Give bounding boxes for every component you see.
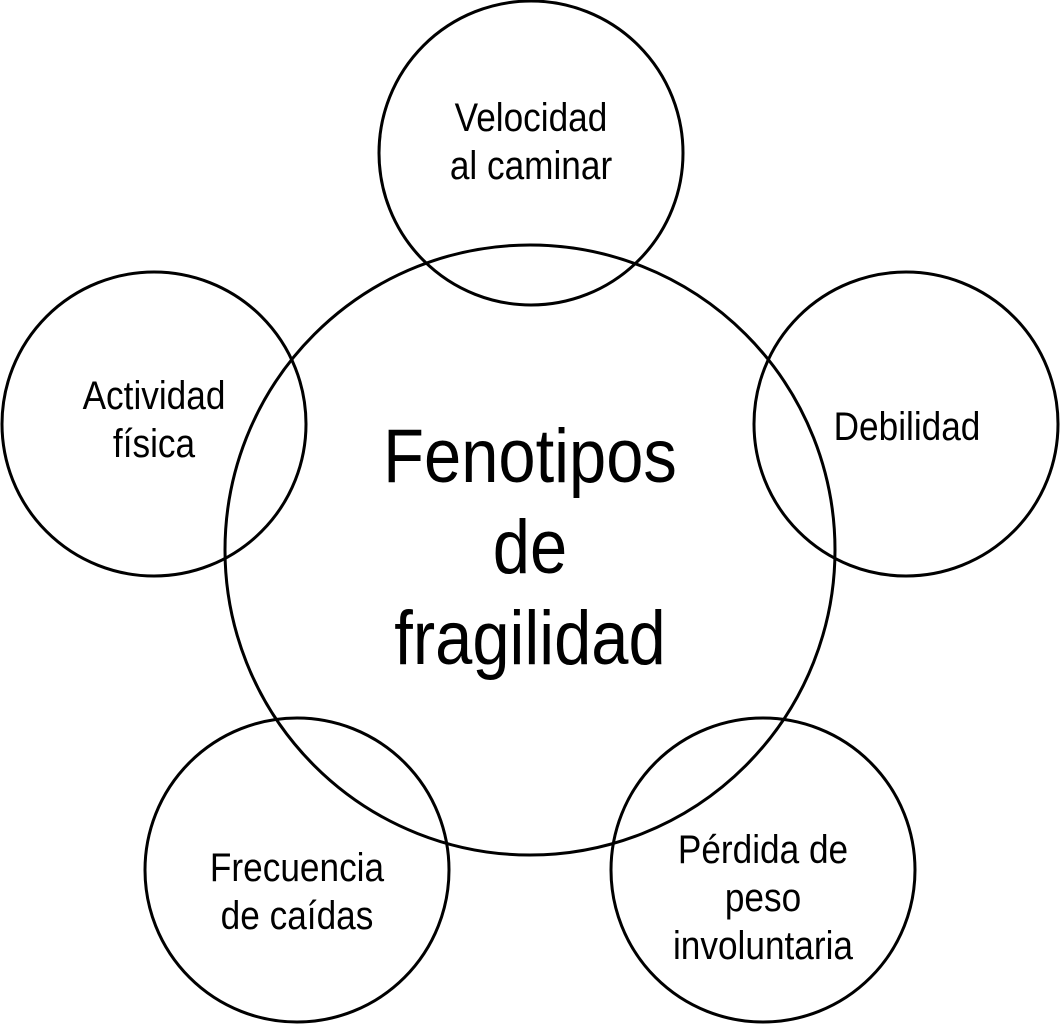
center-circle <box>223 243 837 857</box>
node-label-debilidad: Debilidad <box>833 405 981 449</box>
node-label-perdida-peso: Pérdida de peso involuntaria <box>672 828 854 968</box>
node-label-velocidad: Velocidad al caminar <box>449 96 613 188</box>
node-circle-debilidad <box>752 270 1060 578</box>
node-circle-actividad-fisica <box>0 270 308 578</box>
node-label-frecuencia-caidas: Frecuencia de caídas <box>209 846 385 938</box>
center-label: Fenotipos de fragilidad <box>383 414 677 682</box>
node-circle-velocidad <box>377 0 685 307</box>
node-label-actividad-fisica: Actividad física <box>82 374 226 466</box>
node-circle-perdida-peso <box>609 716 917 1024</box>
node-circle-frecuencia-caidas <box>143 716 451 1024</box>
